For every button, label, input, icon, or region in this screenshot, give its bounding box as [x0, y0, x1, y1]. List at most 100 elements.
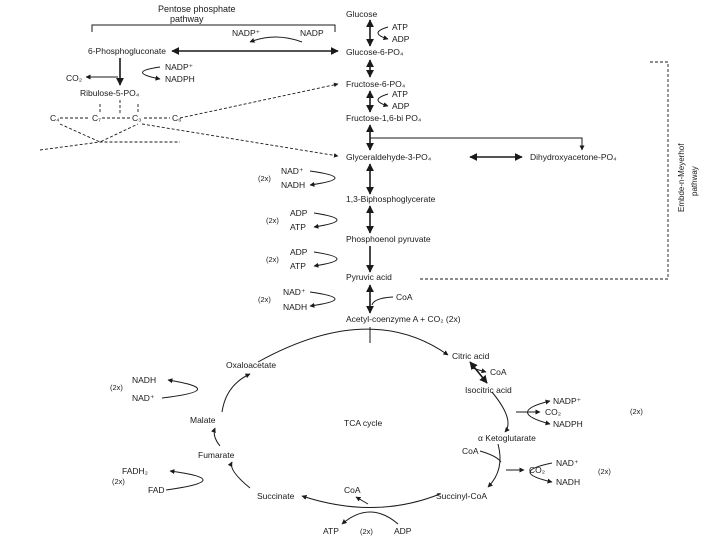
adp-atp-4-arc: [313, 251, 338, 268]
tca-twox-4-label: (2x): [112, 477, 125, 486]
f16bp-to-dhap-line: [370, 137, 585, 151]
succinate-label: Succinate: [257, 491, 295, 501]
coa-1-release-arrow: [471, 367, 487, 374]
tca-nad-plus-1-label: NAD⁺: [556, 458, 579, 468]
embden-side-label-2: pathway: [690, 166, 699, 196]
atp-adp-1-arc: [377, 26, 389, 41]
tca-adp-label: ADP: [394, 526, 412, 536]
tca-nadph-label: NADPH: [553, 419, 583, 429]
c3-to-g3p-dash: [141, 123, 339, 158]
link-coa-label: CoA: [396, 292, 413, 302]
link-nadh-label: NADH: [283, 302, 307, 312]
succinyl-label: Succinyl-CoA: [436, 491, 487, 501]
nadp-to-nadph-arc: [142, 66, 161, 81]
isocitric-label: Isocitric acid: [465, 385, 512, 395]
tca-cycle-bottom-arc: [301, 493, 441, 508]
atp-3-label: ATP: [290, 222, 306, 232]
tca-twox-5-label: (2x): [110, 383, 123, 392]
embden-side-label-1: Embde-n-Meyerhof: [677, 143, 686, 212]
tca-cycle-top-arc: [257, 328, 449, 363]
tca-cycle-right-lower: [487, 443, 501, 488]
pentose-nadp-plus: NADP⁺: [232, 28, 261, 38]
f16bp-label: Fructose-1,6-bi PO₄: [346, 113, 422, 123]
nad-nadh-tca-arc: [529, 462, 553, 484]
phosphogluconate-label: 6-Phosphogluconate: [88, 46, 166, 56]
pentose-title-line1: Pentose phosphate: [158, 4, 236, 14]
nadp-exchange-arc: [249, 36, 303, 43]
atp-2-label: ATP: [392, 89, 408, 99]
adp-atp-tca-arc: [341, 511, 399, 525]
c6-label: C₆: [172, 113, 182, 123]
pentose-co2: CO₂: [66, 73, 82, 83]
citric-to-isocitric-arrow: [469, 361, 488, 384]
twox-2-label: (2x): [266, 216, 279, 225]
atp-1-label: ATP: [392, 22, 408, 32]
f6p-label: Fructose-6-PO₄: [346, 79, 406, 89]
c6-to-fructose6p-dash: [179, 82, 339, 119]
c3-label: C₃: [132, 113, 142, 123]
tca-fad-label: FAD: [148, 485, 165, 495]
tca-twox-1-label: (2x): [630, 407, 643, 416]
adp-1-label: ADP: [392, 34, 410, 44]
tca-nadh-2-label: NADH: [132, 375, 156, 385]
oxaloacetate-label: Oxaloacetate: [226, 360, 276, 370]
coa-3-release-arrow: [355, 496, 369, 505]
ribulose-label: Ribulose-5-PO₄: [80, 88, 140, 98]
link-coa-arc: [371, 296, 394, 306]
adp-atp-3-arc: [313, 212, 338, 229]
glucose-label: Glucose: [346, 9, 377, 19]
tca-center-label: TCA cycle: [344, 418, 383, 428]
g3p-label: Glyceraldehyde-3-PO₄: [346, 152, 432, 162]
g6p-label: Glucose-6-PO₄: [346, 47, 404, 57]
adp-2-label: ADP: [392, 101, 410, 111]
adp-3-label: ADP: [290, 208, 308, 218]
pentose-nadph: NADPH: [165, 74, 195, 84]
coa-2-arc: [479, 450, 502, 463]
link-nad-nadh-arc: [309, 291, 336, 308]
nad-nadh-tca-2-arc: [161, 378, 198, 399]
tca-nadp-plus-label: NADP⁺: [553, 396, 582, 406]
adp-4-label: ADP: [290, 247, 308, 257]
twox-1-label: (2x): [258, 174, 271, 183]
fad-fadh2-arc: [165, 469, 204, 491]
tca-atp-label: ATP: [323, 526, 339, 536]
acetyl-label: Acetyl-coenzyme A + CO₂ (2x): [346, 314, 461, 324]
malate-label: Malate: [190, 415, 216, 425]
tca-nad-plus-2-label: NAD⁺: [132, 393, 155, 403]
tca-cycle-left-lower: [227, 461, 251, 489]
atp-4-label: ATP: [290, 261, 306, 271]
twox-3-label: (2x): [266, 255, 279, 264]
c7-label: C₇: [92, 113, 101, 123]
pep-label: Phosphoenol pyruvate: [346, 234, 431, 244]
tca-co2-2-label: CO₂: [529, 465, 545, 475]
citric-label: Citric acid: [452, 351, 490, 361]
tca-coa-2-label: CoA: [462, 446, 479, 456]
pentose-title-line2: pathway: [170, 14, 204, 24]
tca-fadh2-label: FADH₂: [122, 466, 148, 476]
tca-nadh-1-label: NADH: [556, 477, 580, 487]
link-twox-label: (2x): [258, 295, 271, 304]
tca-cycle-right-arc: [491, 391, 510, 433]
tca-co2-1-label: CO₂: [545, 407, 561, 417]
dhap-label: Dihydroxyacetone-PO₄: [530, 152, 617, 162]
tca-twox-3-label: (2x): [360, 527, 373, 536]
carbon-shuffle-cross: [39, 104, 180, 151]
tca-cycle-left-upper: [221, 373, 251, 413]
tca-coa-1-label: CoA: [490, 367, 507, 377]
pentose-nadp: NADP: [300, 28, 324, 38]
nadh-1-label: NADH: [281, 180, 305, 190]
nad-nadh-1-arc: [309, 170, 336, 187]
tca-twox-2-label: (2x): [598, 467, 611, 476]
link-nad-plus-label: NAD⁺: [283, 287, 306, 297]
bpg-label: 1,3-Biphosphoglycerate: [346, 194, 436, 204]
embden-bracket: [420, 61, 669, 280]
fumarate-label: Fumarate: [198, 450, 235, 460]
nad-plus-1-label: NAD⁺: [281, 166, 304, 176]
pentose-nadp-plus-2: NADP⁺: [165, 62, 194, 72]
pyruvic-label: Pyruvic acid: [346, 272, 392, 282]
tca-coa-3-label: CoA: [344, 485, 361, 495]
c4-label: C₄: [50, 113, 60, 123]
atp-adp-2-arc: [377, 93, 389, 108]
tca-cycle-left-mid: [211, 427, 221, 447]
